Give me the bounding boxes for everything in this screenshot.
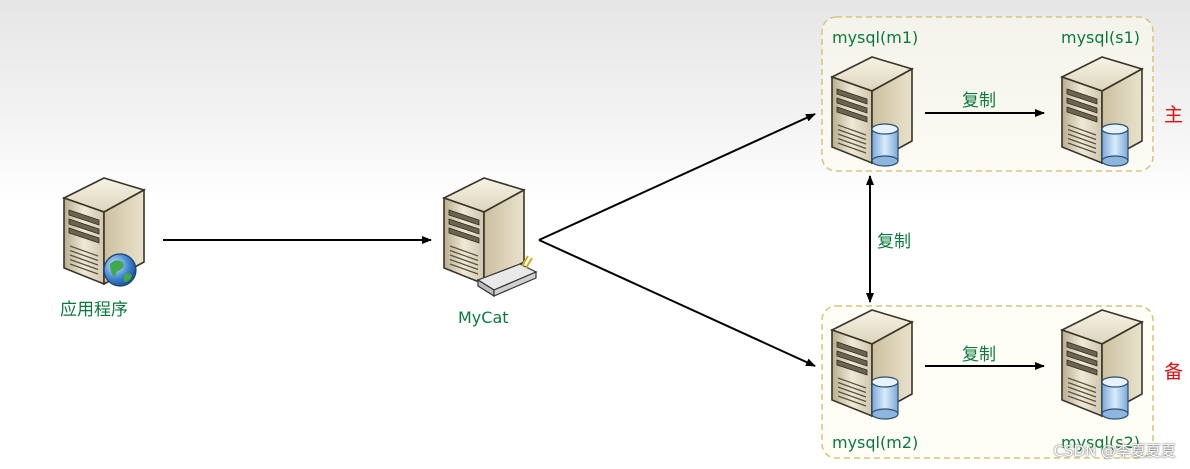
mycat-server-icon [441, 177, 538, 298]
primary-group-label: 主 [1164, 104, 1184, 126]
s1-label: mysql(s1) [1061, 28, 1140, 47]
arrow-mycat-to-m1 [538, 113, 816, 241]
s1-server-icon [1059, 56, 1145, 167]
m1-label: mysql(m1) [832, 28, 919, 47]
m2-label: mysql(m2) [832, 433, 919, 452]
watermark: CSDN @李夏夏夏 [1053, 442, 1176, 460]
mycat-label: MyCat [458, 308, 509, 327]
s2-label: mysql(s2) [1061, 433, 1140, 452]
m1-server-icon [829, 56, 915, 167]
primary-replication-label: 复制 [962, 91, 996, 111]
backup-replication-label: 复制 [962, 345, 996, 365]
vertical-replication-label: 复制 [877, 232, 911, 252]
backup-group-label: 备 [1164, 361, 1184, 383]
app-label: 应用程序 [60, 300, 128, 320]
s2-server-icon [1059, 309, 1145, 420]
app-server-icon [61, 177, 147, 287]
m2-server-icon [829, 309, 915, 420]
arrow-mycat-to-m2 [538, 239, 816, 367]
